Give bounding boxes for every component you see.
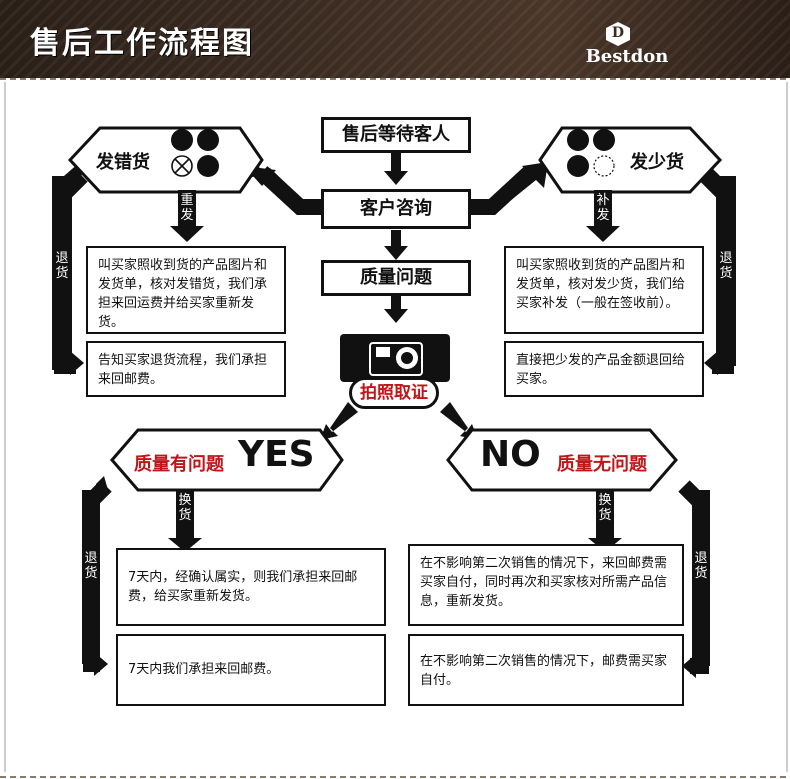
exchange-tag-right: 换货 <box>596 490 614 526</box>
wrong-return-box: 告知买家退货流程，我们承担来回邮费。 <box>86 341 286 397</box>
supplement-tag: 补发 <box>594 190 612 226</box>
brand-logo-letter: D <box>611 25 625 41</box>
page-title: 售后工作流程图 <box>30 26 254 61</box>
hex-no <box>446 428 678 492</box>
no-return-box: 在不影响第二次销售的情况下，邮费需买家自付。 <box>408 634 684 706</box>
header-pattern <box>0 0 790 78</box>
resend-tag: 重发 <box>178 190 196 226</box>
no-word: NO <box>480 434 541 475</box>
consult-node: 客户咨询 <box>321 189 471 229</box>
missing-goods-label: 发少货 <box>630 152 684 173</box>
photo-evidence-label: 拍照取证 <box>349 377 439 409</box>
return-tag-2: 退货 <box>716 248 736 284</box>
brand-name: Bestdon <box>585 46 669 67</box>
return-tag-4: 退货 <box>692 548 710 584</box>
missing-exchange-box: 叫买家照收到货的产品图片和发货单，核对发少货，我们给买家补发（一般在签收前）。 <box>504 246 704 334</box>
brand-logo-icon: D <box>606 22 630 46</box>
header-banner: 售后工作流程图 D Bestdon <box>0 0 790 78</box>
yes-return-box: 7天内我们承担来回邮费。 <box>116 634 386 706</box>
yes-exchange-box: 7天内，经确认属实，则我们承担来回邮费，给买家重新发货。 <box>116 548 386 626</box>
missing-return-box: 直接把少发的产品金额退回给买家。 <box>504 341 704 397</box>
return-tag-1: 退货 <box>52 248 72 284</box>
return-tag-3: 退货 <box>82 548 100 584</box>
wrong-exchange-box: 叫买家照收到货的产品图片和发货单，核对发错货，我们承担来回运费并给买家重新发货。 <box>86 246 286 334</box>
yes-word: YES <box>238 434 315 475</box>
quality-node: 质量问题 <box>321 260 471 296</box>
start-node: 售后等待客人 <box>321 117 471 153</box>
content-frame <box>4 82 788 772</box>
header-divider <box>0 78 790 80</box>
exchange-tag-left: 换货 <box>176 490 194 526</box>
no-exchange-box: 在不影响第二次销售的情况下，来回邮费需买家自付，同时再次和买家核对所需产品信息，… <box>408 544 684 626</box>
hex-yes <box>110 428 344 492</box>
has-issue-label: 质量有问题 <box>134 454 224 475</box>
no-issue-label: 质量无问题 <box>557 454 647 475</box>
footer-divider <box>0 776 790 778</box>
wrong-goods-label: 发错货 <box>96 152 150 173</box>
